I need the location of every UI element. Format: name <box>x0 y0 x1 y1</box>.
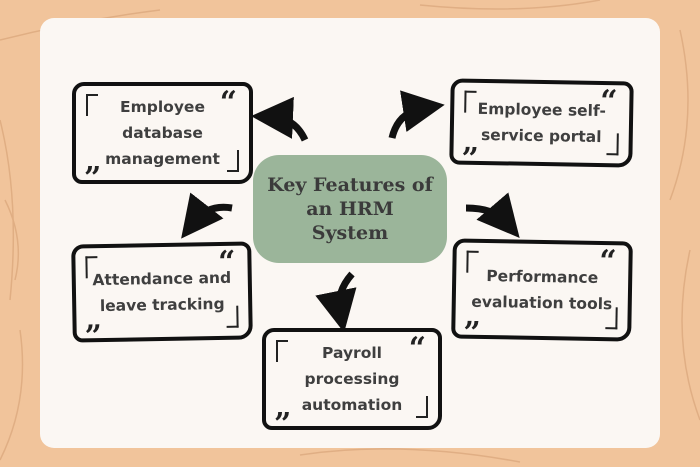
central-title: Key Features of an HRM System <box>267 174 433 244</box>
open-quote-icon: “ <box>217 244 236 281</box>
feature-label: Payroll processing automation <box>301 344 403 414</box>
corner-mark <box>276 340 288 362</box>
arrow-to-attendance <box>181 192 233 239</box>
corner-mark <box>226 305 239 328</box>
arrow-to-self-service <box>388 90 445 139</box>
close-quote-icon: ” <box>462 315 481 351</box>
arrow-to-performance <box>465 192 520 238</box>
central-topic: Key Features of an HRM System <box>253 155 447 263</box>
corner-mark <box>416 396 428 418</box>
corner-mark <box>464 90 477 113</box>
feature-employee-database: “ ” Employee database management <box>72 82 253 194</box>
arrow-to-payroll <box>315 271 357 333</box>
corner-mark <box>86 94 98 116</box>
close-quote-icon: ” <box>461 141 479 177</box>
feature-payroll: “ ” Payroll processing automation <box>262 328 442 440</box>
open-quote-icon: “ <box>598 243 617 280</box>
open-quote-icon: “ <box>219 85 237 120</box>
corner-mark <box>85 256 98 279</box>
arrow-to-employee-database <box>251 96 309 142</box>
feature-attendance: “ ” Attendance and leave tracking <box>71 241 253 354</box>
close-quote-icon: ” <box>84 319 103 355</box>
corner-mark <box>606 133 619 156</box>
corner-mark <box>466 250 479 273</box>
open-quote-icon: “ <box>599 84 618 120</box>
corner-mark <box>227 150 239 172</box>
close-quote-icon: ” <box>274 407 292 442</box>
close-quote-icon: ” <box>84 161 102 196</box>
feature-performance: “ ” Performance evaluation tools <box>451 238 633 351</box>
corner-mark <box>605 307 618 330</box>
feature-label: Employee database management <box>105 98 220 168</box>
feature-self-service: “ ” Employee self-service portal <box>449 78 634 177</box>
open-quote-icon: “ <box>408 331 426 366</box>
